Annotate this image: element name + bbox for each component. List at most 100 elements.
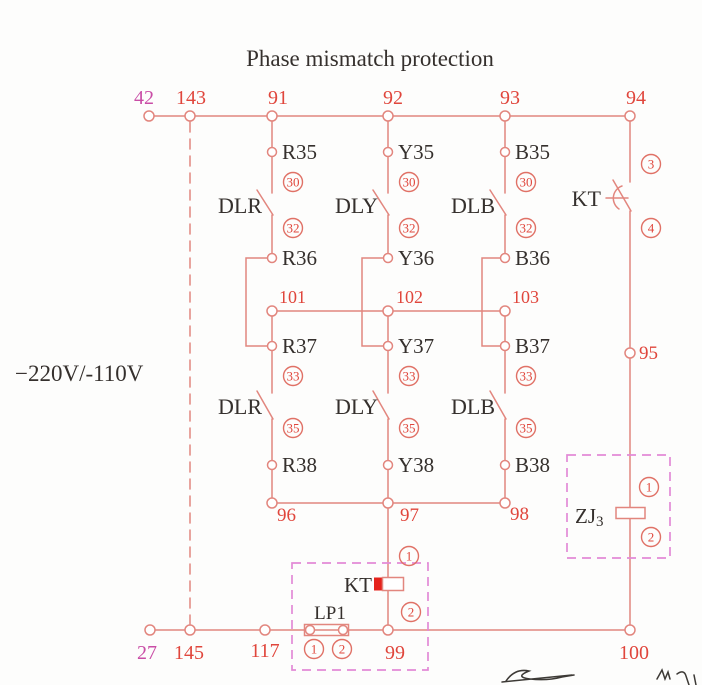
pin-ring	[400, 601, 422, 623]
node-label-101: 101	[279, 287, 306, 307]
node-94	[624, 110, 636, 122]
terminal-y37-node	[382, 340, 394, 352]
node-label-91: 91	[268, 87, 288, 109]
pin-ring	[398, 171, 420, 193]
pin-ring	[282, 365, 304, 387]
node-label-143: 143	[176, 87, 206, 109]
contact-label-dlr-lower: DLR	[218, 394, 262, 419]
pin-30-r: 30	[287, 175, 300, 190]
pin-35-r: 35	[287, 421, 300, 436]
dlr-upper-contact-blade	[256, 189, 274, 216]
pin-ring	[640, 217, 662, 239]
column-b-wires	[481, 115, 507, 504]
column-b-pins: 30 32 33 35	[515, 171, 537, 439]
pin-ring	[638, 476, 660, 498]
pin-ring	[515, 171, 537, 193]
zj3-label: ZJ3	[575, 504, 604, 530]
terminal-r38-node	[266, 459, 278, 471]
kt-coil-filled-section	[374, 577, 383, 591]
terminal-label-y38: Y38	[398, 453, 434, 477]
terminal-label-r36: R36	[282, 246, 317, 270]
handwriting-scribble-left	[501, 669, 575, 683]
pin-ring	[282, 217, 304, 239]
pin-30-b: 30	[520, 175, 533, 190]
terminal-label-r37: R37	[282, 334, 317, 358]
node-label-117: 117	[250, 640, 279, 662]
lp1-fuse-body	[303, 623, 350, 637]
node-42	[143, 110, 155, 122]
node-label-27: 27	[137, 642, 157, 664]
node-96	[266, 497, 278, 509]
node-101	[266, 305, 278, 317]
kt-contact-blade	[612, 179, 632, 212]
pin-ring	[515, 217, 537, 239]
right-branch-wires	[605, 115, 632, 631]
pin-1-lp1: 1	[311, 642, 318, 657]
column-r-pins: 30 32 33 35	[282, 171, 304, 439]
pin-ring	[398, 417, 420, 439]
terminal-b38-node	[499, 459, 511, 471]
pin-1-zj3: 1	[646, 480, 653, 495]
pin-1-kt-coil: 1	[406, 549, 413, 564]
dlr-lower-contact-blade	[256, 390, 274, 420]
terminal-label-y37: Y37	[398, 334, 434, 358]
pin-33-y: 33	[403, 369, 416, 384]
terminal-y38-node	[382, 459, 394, 471]
node-label-102: 102	[396, 287, 423, 307]
voltage-label: −220V/-110V	[15, 361, 144, 386]
node-label-93: 93	[500, 87, 520, 109]
pin-ring	[331, 638, 353, 660]
r36-r37-bracket-wire	[245, 257, 269, 347]
pin-ring	[515, 365, 537, 387]
pin-ring	[640, 526, 662, 548]
pin-ring	[398, 217, 420, 239]
terminal-label-r35: R35	[282, 140, 317, 164]
kt-coil	[381, 576, 405, 592]
kt-coil-pins: 1 2	[398, 545, 422, 623]
dlb-upper-contact-blade	[489, 189, 507, 216]
pin-3-kt: 3	[648, 157, 655, 172]
node-label-92: 92	[383, 87, 403, 109]
node-label-98: 98	[510, 504, 529, 525]
node-label-103: 103	[512, 287, 539, 307]
terminal-b35-node	[499, 146, 511, 158]
node-102	[382, 305, 394, 317]
node-145	[184, 624, 196, 636]
terminal-label-b35: B35	[515, 140, 550, 164]
pin-32-b: 32	[520, 221, 533, 236]
handwriting-scribble-right	[656, 668, 697, 685]
node-label-95: 95	[639, 343, 658, 364]
pin-2-kt-coil: 2	[408, 605, 415, 620]
node-label-145: 145	[174, 642, 204, 664]
terminal-label-b36: B36	[515, 246, 550, 270]
pin-ring	[303, 638, 325, 660]
node-98	[499, 497, 511, 509]
contact-label-dly-upper: DLY	[335, 193, 378, 218]
node-label-42: 42	[134, 87, 154, 109]
node-97	[382, 497, 394, 509]
kt-coil-dashed-box	[291, 562, 429, 671]
contact-label-dlr-upper: DLR	[218, 193, 262, 218]
pin-30-y: 30	[403, 175, 416, 190]
pin-35-y: 35	[403, 421, 416, 436]
pin-32-y: 32	[403, 221, 416, 236]
pin-2-lp1: 2	[339, 642, 346, 657]
bottom-rail-nodes	[144, 624, 636, 636]
terminal-y35-node	[382, 146, 394, 158]
terminal-label-r38: R38	[282, 453, 317, 477]
zj3-pins: 1 2	[638, 476, 662, 548]
pin-35-b: 35	[520, 421, 533, 436]
lp1-label: LP1	[314, 603, 346, 624]
terminal-b37-node	[499, 340, 511, 352]
node-label-97: 97	[400, 505, 419, 526]
pin-ring	[282, 171, 304, 193]
kt-coil-label: KT	[344, 573, 372, 597]
y36-y37-bracket-wire	[361, 257, 385, 347]
node-91	[266, 110, 278, 122]
terminal-y36-node	[382, 252, 394, 264]
contact-label-dlb-lower: DLB	[451, 394, 495, 419]
lp1-left-terminal-node	[304, 624, 316, 636]
pin-ring	[640, 153, 662, 175]
